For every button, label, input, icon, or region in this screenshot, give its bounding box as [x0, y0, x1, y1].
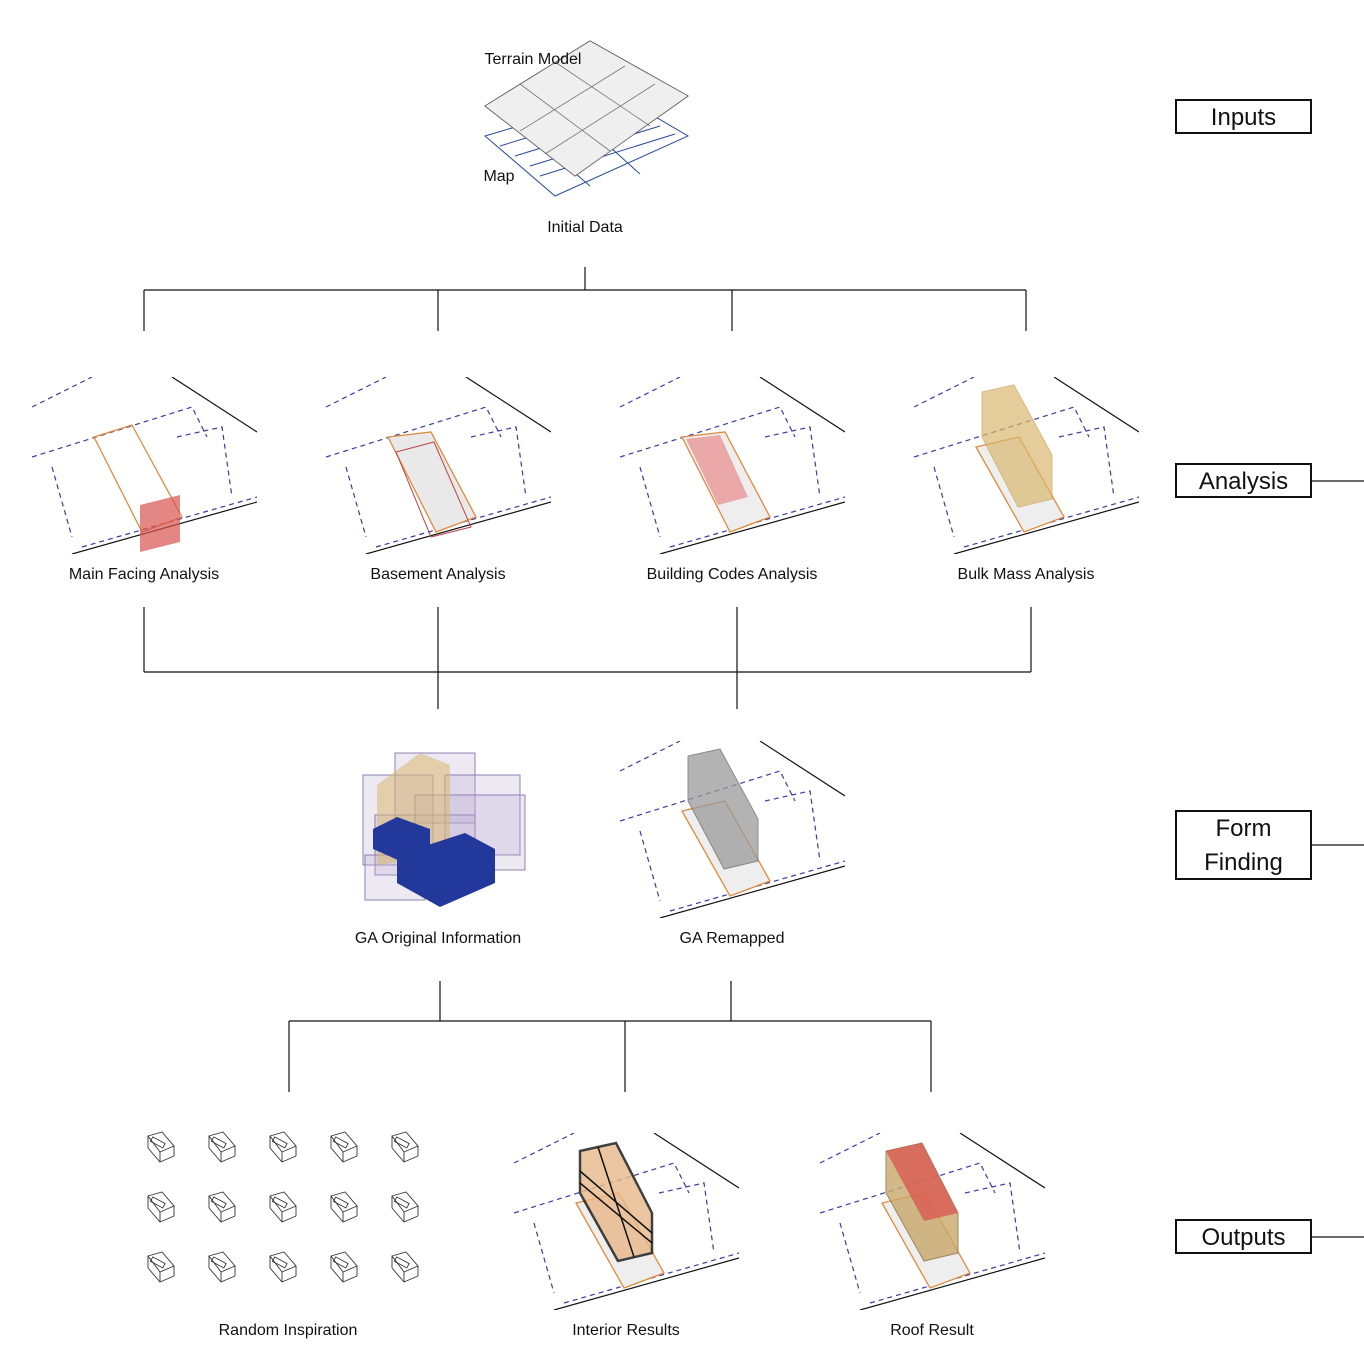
stage-form-finding-label-1: Form [1215, 815, 1272, 842]
ga-original-information-image [362, 752, 526, 907]
initial-data-label: Initial Data [547, 219, 623, 236]
random-inspiration-image [147, 1131, 419, 1283]
roof-result-image [820, 1133, 1045, 1310]
stage-inputs-label: Inputs [1210, 104, 1277, 131]
main-facing-analysis-label: Main Facing Analysis [68, 566, 220, 583]
roof-result-label: Roof Result [890, 1322, 974, 1339]
random-inspiration-label: Random Inspiration [218, 1322, 358, 1339]
stage-inputs: Inputs [1175, 99, 1312, 134]
stage-outputs-label: Outputs [1201, 1224, 1286, 1251]
map-label: Map [483, 168, 515, 185]
stage-analysis-label: Analysis [1198, 468, 1289, 495]
bulk-mass-analysis-image [914, 377, 1139, 554]
basement-analysis-image [326, 377, 551, 554]
stage-form-finding: Form Finding [1175, 810, 1312, 880]
stage-analysis: Analysis [1175, 463, 1312, 498]
ga-remapped-image [620, 741, 845, 918]
interior-results-label: Interior Results [572, 1322, 680, 1339]
main-facing-analysis-image [32, 377, 257, 554]
terrain-model-label: Terrain Model [484, 51, 582, 68]
interior-results-image [514, 1133, 739, 1310]
ga-original-information-label: GA Original Information [354, 930, 522, 947]
ga-remapped-label: GA Remapped [679, 930, 785, 947]
stage-outputs: Outputs [1175, 1219, 1312, 1254]
bulk-mass-analysis-label: Bulk Mass Analysis [957, 566, 1095, 583]
building-codes-analysis-label: Building Codes Analysis [646, 566, 818, 583]
basement-analysis-label: Basement Analysis [370, 566, 506, 583]
building-codes-analysis-image [620, 377, 845, 554]
terrain-model-illustration [483, 40, 690, 197]
stage-form-finding-label-2: Finding [1204, 849, 1283, 876]
